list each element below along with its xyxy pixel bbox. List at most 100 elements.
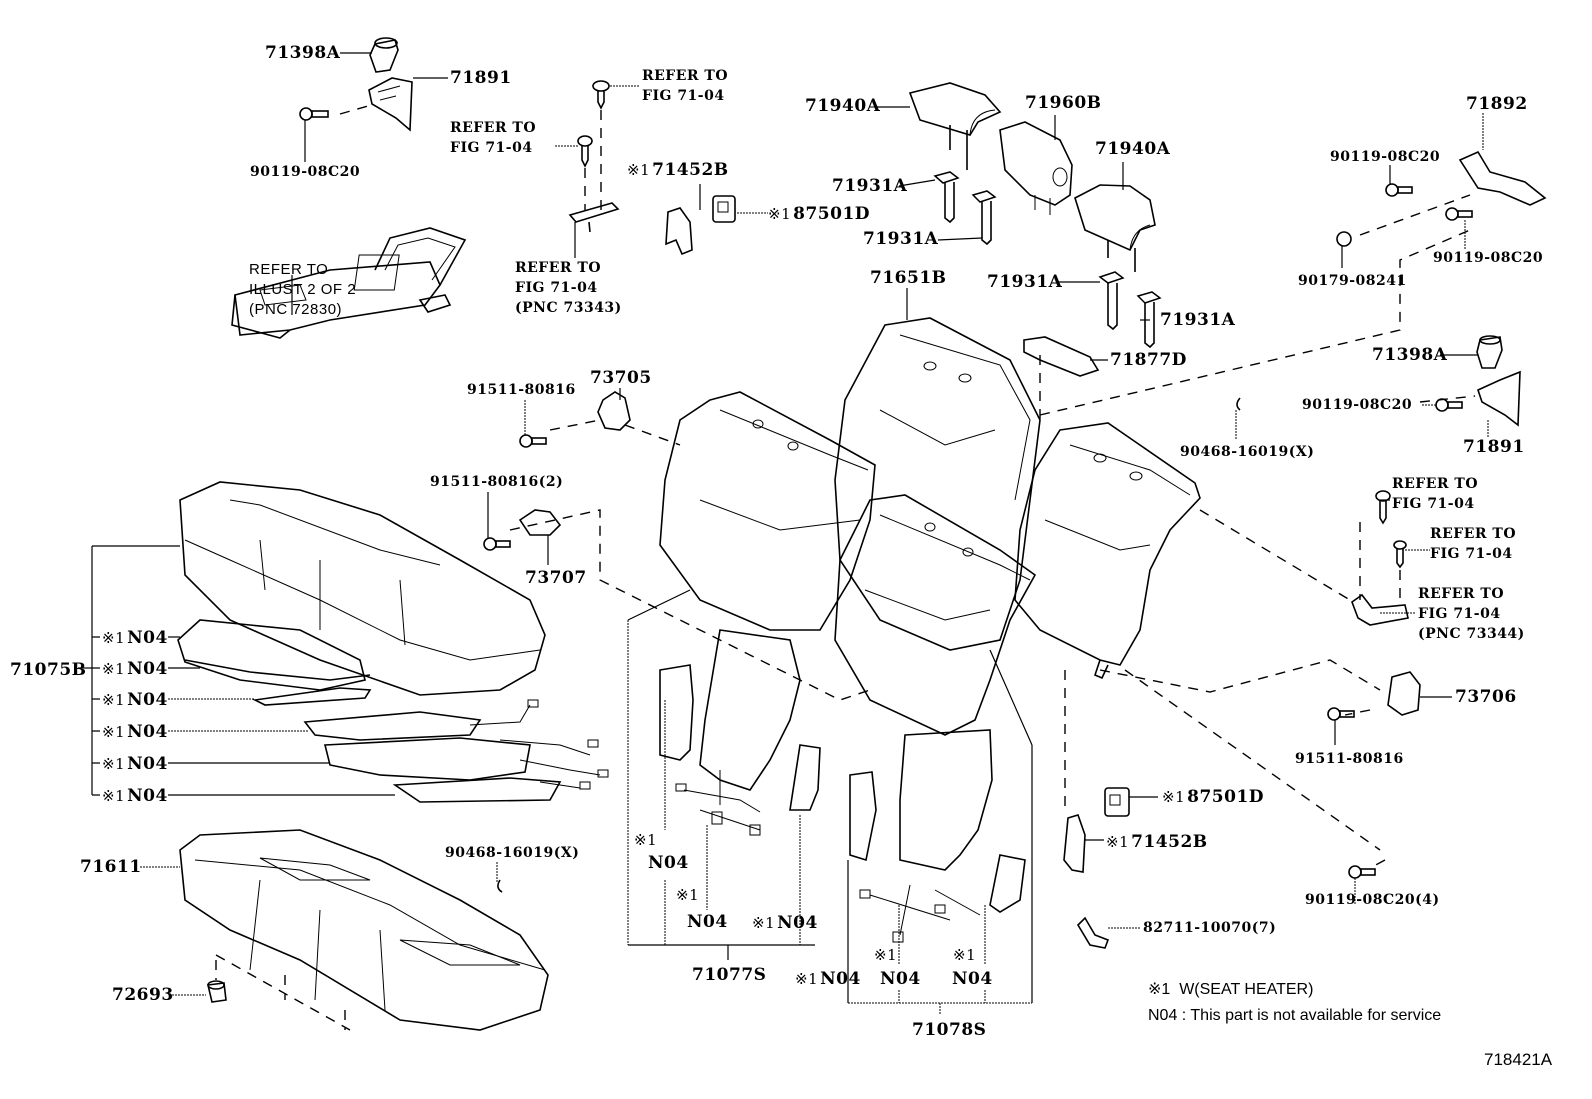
label-91511-80816-2: 91511-80816(2) — [430, 474, 564, 490]
label-71891-left: 71891 — [450, 68, 512, 88]
label-71940a-right: 71940A — [1095, 139, 1171, 159]
label-73707: 73707 — [525, 568, 587, 588]
bolt-90119-4 — [1348, 865, 1376, 879]
illustration-id: 718421A — [1484, 1050, 1553, 1069]
headrest-71960b-center — [999, 121, 1073, 215]
label-71931a-2: 71931A — [863, 229, 939, 249]
bolt-90119-r1 — [1385, 183, 1413, 197]
label-heater-mark-71078s-2: ※1 — [953, 946, 977, 964]
label-heater-mark-71077s-2: ※1 — [676, 886, 700, 904]
bolt-91511-b — [483, 537, 511, 551]
anchor-bracket-73343 — [568, 202, 620, 233]
label-71078s: 71078S — [912, 1020, 987, 1040]
bolt-90119-r3 — [1435, 398, 1463, 412]
headrest-71940a-right — [1074, 184, 1156, 272]
heater-pad-71077s — [659, 629, 821, 836]
label-90119-08c20-r1: 90119-08C20 — [1330, 149, 1441, 165]
seat-heater-mark: ※1 — [1106, 833, 1130, 851]
bracket-71891-right — [1477, 370, 1521, 427]
label-refer-fig71-04-b: REFER TO FIG 71-04 — [450, 120, 537, 156]
label-71931a-4: 71931A — [1160, 310, 1236, 330]
label-71891-right: 71891 — [1463, 437, 1525, 457]
bolt-91511-c — [1327, 707, 1355, 721]
label-82711-10070-7: 82711-10070(7) — [1143, 920, 1277, 936]
label-73706: 73706 — [1455, 687, 1517, 707]
label-71075b: 71075B — [10, 660, 87, 680]
bracket-71452b-top — [665, 207, 693, 256]
seatback-right — [1014, 422, 1201, 680]
label-90179-08241: 90179-08241 — [1298, 273, 1407, 289]
clip-71398a-left — [369, 37, 399, 73]
label-71892: 71892 — [1466, 94, 1528, 114]
label-71651b: 71651B — [870, 268, 947, 288]
guide-71931a-pins — [933, 171, 1162, 349]
seatback-center-front — [834, 494, 1037, 736]
screw-top-1 — [592, 80, 610, 110]
screw-top-2 — [577, 135, 593, 168]
label-90468-16019-right: 90468-16019(X) — [1180, 444, 1315, 460]
bracket-71892 — [1458, 150, 1547, 206]
bracket-71891-left — [368, 77, 413, 132]
bolt-91511-a — [519, 434, 547, 448]
bracket-73707 — [518, 509, 562, 536]
bolt-90119-left — [299, 107, 329, 121]
hog-ring-90468-right — [1236, 397, 1241, 411]
screw-right-2 — [1393, 540, 1407, 569]
label-n04-71077s-2: N04 — [687, 912, 728, 932]
label-71931a-3: 71931A — [987, 272, 1063, 292]
seat-heater-mark: ※1 — [768, 205, 792, 223]
seat-heater-mark: ※1 — [1162, 788, 1186, 806]
label-90468-16019-bottom: 90468-16019(X) — [445, 845, 580, 861]
label-90119-08c20-left: 90119-08C20 — [250, 164, 361, 180]
screw-right-1 — [1375, 490, 1391, 525]
headrest-71940a-left — [908, 82, 1002, 170]
seat-heater-mark: ※1 — [627, 161, 651, 179]
clip-82711 — [1076, 916, 1110, 949]
armrest-72830 — [231, 227, 467, 339]
legend-seat-heater: ※1 W(SEAT HEATER) — [1148, 981, 1314, 998]
label-refer-fig71-04-e: REFER TO FIG 71-04 — [1430, 526, 1517, 562]
label-refer-fig71-04-pnc73343: REFER TO FIG 71-04 (PNC 73343) — [515, 260, 622, 316]
seatback-71651b — [834, 317, 1041, 651]
label-71931a-1: 71931A — [832, 176, 908, 196]
label-heater-mark-71078s-1: ※1 — [874, 946, 898, 964]
label-refer-fig71-04-a: REFER TO FIG 71-04 — [642, 68, 729, 104]
switch-87501d-bottom — [1104, 787, 1130, 817]
label-n04-71078s-2: N04 — [880, 969, 921, 989]
label-71877d: 71877D — [1110, 350, 1187, 370]
switch-87501d-top — [712, 195, 736, 223]
heater-pad-layers — [177, 619, 609, 803]
bolt-90119-r2 — [1445, 207, 1473, 221]
anchor-bracket-73344 — [1351, 593, 1409, 626]
label-90119-08c20-r2: 90119-08C20 — [1433, 250, 1544, 266]
label-90119-08c20-r3: 90119-08C20 — [1302, 397, 1413, 413]
bracket-73706 — [1387, 671, 1421, 716]
label-73705: 73705 — [590, 368, 652, 388]
label-91511-80816-a: 91511-80816 — [467, 382, 576, 398]
label-refer-illust-pnc72830: REFER TO ILLUST 2 OF 2 (PNC 72830) — [249, 261, 357, 318]
heater-pad-71078s — [849, 729, 1026, 943]
label-heater-mark-71077s-1: ※1 — [634, 831, 658, 849]
label-71611: 71611 — [80, 857, 142, 877]
label-refer-fig71-04-pnc73344: REFER TO FIG 71-04 (PNC 73344) — [1418, 586, 1525, 642]
label-71398a-right: 71398A — [1372, 345, 1448, 365]
label-71960b: 71960B — [1025, 93, 1102, 113]
label-n04-71077s-1: N04 — [648, 853, 689, 873]
nut-90179 — [1336, 231, 1352, 247]
label-91511-80816-c: 91511-80816 — [1295, 751, 1404, 767]
clip-72693 — [207, 980, 227, 1003]
label-refer-fig71-04-d: REFER TO FIG 71-04 — [1392, 476, 1479, 512]
seat-cushion-71611 — [179, 829, 549, 1031]
bracket-71452b-bottom — [1063, 814, 1086, 873]
bracket-73705 — [597, 391, 631, 431]
